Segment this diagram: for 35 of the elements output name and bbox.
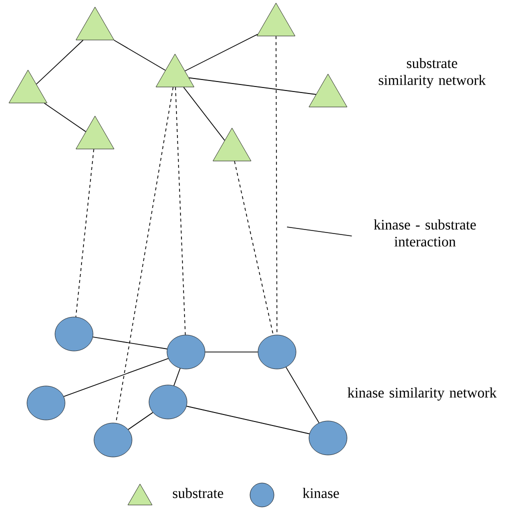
legend-label: kinase bbox=[302, 488, 339, 498]
kinase-circle bbox=[26, 386, 66, 420]
kinase-circle bbox=[258, 334, 296, 370]
kinase-circle bbox=[148, 384, 188, 420]
section-label: kinase similarity network bbox=[348, 387, 497, 401]
leader-line bbox=[286, 226, 352, 236]
kinase-circle bbox=[308, 420, 348, 456]
kinase-circle bbox=[54, 316, 94, 352]
substrate-triangle bbox=[76, 116, 114, 150]
section-label: substrate similarity network bbox=[378, 58, 486, 88]
dashed-line bbox=[175, 86, 186, 336]
substrate-triangle bbox=[8, 70, 48, 104]
connector-line bbox=[128, 412, 154, 430]
legend-label: substrate bbox=[172, 488, 224, 498]
connector-line bbox=[63, 358, 169, 397]
substrate-triangle bbox=[156, 54, 194, 88]
connector-line bbox=[44, 102, 86, 132]
callout-label: kinase - substrate interaction bbox=[374, 219, 476, 247]
connector-line bbox=[36, 40, 84, 84]
connector-line bbox=[174, 368, 181, 386]
connector-line bbox=[114, 40, 166, 71]
connector-line bbox=[183, 86, 226, 141]
substrate-triangle bbox=[212, 128, 252, 162]
substrate-triangle bbox=[256, 2, 296, 36]
dashed-line bbox=[234, 160, 274, 336]
kinase-circle bbox=[166, 334, 206, 370]
connector-line bbox=[92, 336, 168, 350]
connector-line bbox=[188, 77, 316, 95]
connector-line bbox=[184, 34, 258, 72]
substrate-triangle bbox=[308, 74, 348, 108]
connector-line bbox=[286, 366, 320, 424]
kinase-circle bbox=[94, 422, 132, 458]
dashed-line bbox=[75, 148, 94, 318]
connector-line bbox=[186, 406, 310, 434]
substrate-triangle bbox=[76, 6, 114, 40]
